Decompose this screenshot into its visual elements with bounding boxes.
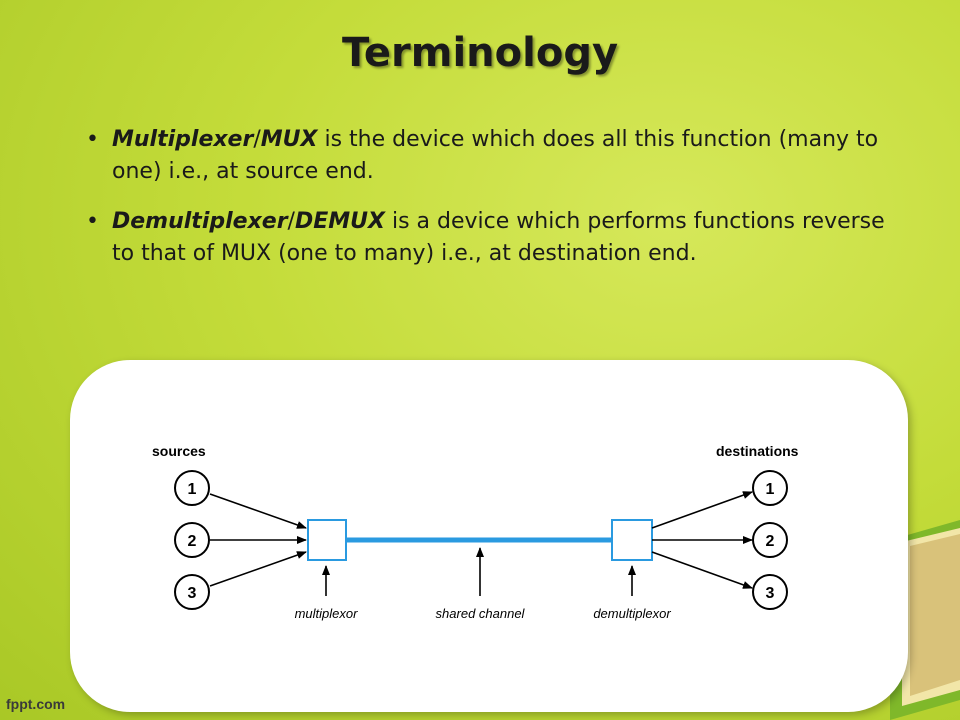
term-separator: / xyxy=(287,208,295,234)
arrow-demux-to-destination-3 xyxy=(651,551,753,589)
multiplexor-label: multiplexor xyxy=(295,606,359,621)
bullet-demultiplexer: • Demultiplexer/DEMUX is a device which … xyxy=(86,206,886,270)
term-multiplexer: Multiplexer xyxy=(112,127,254,152)
bullet-marker: • xyxy=(86,127,99,152)
source-node-1: 1 xyxy=(174,470,210,506)
arrow-source-3-to-mux xyxy=(209,551,307,587)
destination-node-3: 3 xyxy=(752,574,788,610)
term-mux: MUX xyxy=(260,127,318,152)
term-demultiplexer: Demultiplexer xyxy=(112,208,288,234)
destination-node-2: 2 xyxy=(752,522,788,558)
demultiplexor-box xyxy=(611,519,653,561)
svg-text:2: 2 xyxy=(766,533,775,550)
source-node-2: 2 xyxy=(174,522,210,558)
multiplexor-box xyxy=(307,519,347,561)
term-separator: / xyxy=(253,127,261,152)
term-demux: DEMUX xyxy=(294,208,385,234)
svg-text:3: 3 xyxy=(766,585,775,602)
bullet-text: is a device which performs functions rev… xyxy=(112,208,885,266)
svg-text:3: 3 xyxy=(188,585,197,602)
bullet-multiplexer: • Multiplexer/MUX is the device which do… xyxy=(86,124,886,188)
slide-title: Terminology xyxy=(341,30,619,76)
bullet-list: • Multiplexer/MUX is the device which do… xyxy=(86,124,886,288)
bullet-text: is the device which does all this functi… xyxy=(112,127,879,184)
svg-text:1: 1 xyxy=(188,481,197,498)
destinations-label: destinations xyxy=(716,443,799,459)
sources-label: sources xyxy=(152,443,206,459)
destination-node-1: 1 xyxy=(752,470,788,506)
source-node-3: 3 xyxy=(174,574,210,610)
shared-channel-label: shared channel xyxy=(436,606,526,621)
diagram-panel: sources destinations 1 2 3 xyxy=(70,360,908,712)
svg-text:1: 1 xyxy=(766,481,775,498)
footer-brand: fppt.com xyxy=(6,696,66,712)
arrow-source-1-to-mux xyxy=(209,493,307,529)
arrow-demux-to-destination-1 xyxy=(651,491,753,529)
svg-text:2: 2 xyxy=(188,533,197,550)
mux-diagram: sources destinations 1 2 3 xyxy=(152,443,799,621)
demultiplexor-label: demultiplexor xyxy=(593,606,671,621)
bullet-marker: • xyxy=(86,208,99,234)
